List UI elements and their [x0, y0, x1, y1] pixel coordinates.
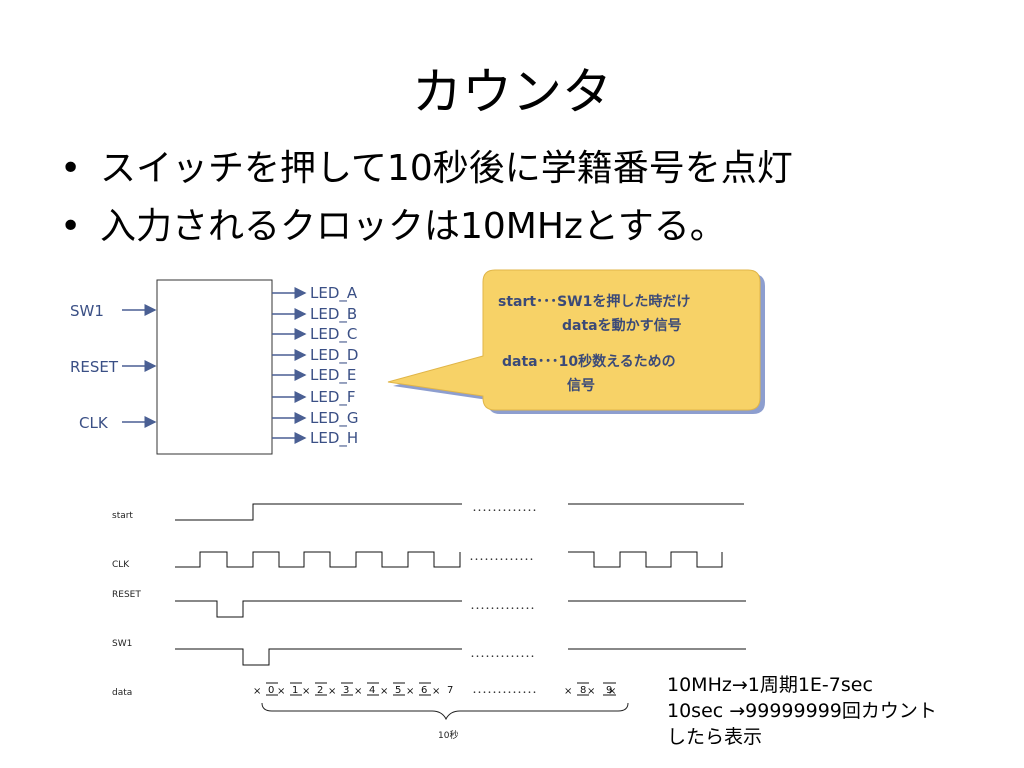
data-value: 5 — [395, 685, 401, 696]
waveform-start — [175, 503, 744, 521]
output-label: LED_A — [310, 284, 358, 303]
bullet-dot-icon: • — [60, 206, 82, 247]
bullet-text: スイッチを押して10秒後に学籍番号を点灯 — [100, 148, 793, 189]
bus-transition-icon: × — [277, 686, 285, 697]
timing-label-data: data — [112, 688, 132, 698]
timing-label-sw1: SW1 — [112, 639, 132, 649]
data-value: 4 — [369, 685, 375, 696]
input-label-reset: RESET — [70, 358, 119, 376]
output-label: LED_E — [310, 366, 356, 385]
callout-line-4: 信号 — [567, 377, 595, 394]
bus-transition-icon: × — [406, 686, 414, 697]
input-label-clk: CLK — [79, 414, 109, 432]
bullet-item: • スイッチを押して10秒後に学籍番号を点灯 — [60, 140, 793, 198]
bus-transition-icon: × — [253, 686, 261, 697]
data-value: 3 — [343, 685, 349, 696]
bus-transition-icon: × — [432, 686, 440, 697]
bullet-text: 入力されるクロックは10MHzとする。 — [100, 206, 726, 247]
output-label: LED_F — [310, 388, 356, 407]
duration-brace — [261, 702, 629, 721]
bus-transition-icon: × — [587, 686, 595, 697]
timing-ellipsis: ･････････････ — [472, 506, 537, 517]
waveform-sw1 — [175, 648, 746, 666]
waveform-clk — [175, 551, 723, 568]
input-label-sw1: SW1 — [70, 302, 104, 320]
bullet-item: • 入力されるクロックは10MHzとする。 — [60, 198, 793, 256]
data-value: 8 — [580, 685, 586, 696]
slide-title: カウンタ — [412, 63, 612, 121]
note-line: 10sec →99999999回カウント — [667, 700, 937, 722]
callout-line-2: dataを動かす信号 — [562, 317, 682, 334]
data-value: 7 — [447, 685, 453, 696]
duration-label: 10秒 — [438, 729, 458, 741]
bullet-list: • スイッチを押して10秒後に学籍番号を点灯 • 入力されるクロックは10MHzとす… — [60, 140, 793, 256]
timing-ellipsis: ･････････････ — [470, 652, 535, 663]
waveform-reset — [175, 600, 746, 618]
bullet-dot-icon: • — [60, 148, 82, 189]
note-line: 10MHz→1周期1E-7sec — [667, 674, 873, 696]
bus-transition-icon: × — [564, 686, 572, 697]
data-value: 2 — [317, 685, 323, 696]
timing-label-reset: RESET — [112, 590, 141, 600]
note-text: 10MHz→1周期1E-7sec 10sec →99999999回カウント した… — [667, 672, 937, 750]
bus-transition-icon: × — [354, 686, 362, 697]
timing-label-start: start — [112, 511, 133, 521]
note-line: したら表示 — [667, 726, 763, 748]
timing-ellipsis: ･････････････ — [472, 688, 537, 699]
data-value: 0 — [268, 685, 274, 696]
timing-label-clk: CLK — [112, 560, 130, 570]
counter-block — [156, 279, 273, 455]
output-label: LED_C — [310, 325, 357, 344]
data-value: 1 — [292, 685, 298, 696]
callout-line-1: start･･･SW1を押した時だけ — [498, 293, 690, 310]
timing-ellipsis: ･････････････ — [470, 604, 535, 615]
bus-transition-icon: × — [608, 686, 616, 697]
data-value: 6 — [421, 685, 427, 696]
output-label: LED_B — [310, 305, 357, 324]
bus-transition-icon: × — [380, 686, 388, 697]
bus-transition-icon: × — [328, 686, 336, 697]
output-label: LED_G — [310, 409, 359, 428]
data-value: 9 — [606, 685, 612, 696]
bus-transition-icon: × — [302, 686, 310, 697]
callout-line-3: data･･･10秒数えるための — [502, 353, 676, 370]
output-label: LED_H — [310, 429, 358, 448]
callout-bubble — [387, 269, 761, 411]
timing-ellipsis: ･････････････ — [469, 555, 534, 566]
output-label: LED_D — [310, 346, 358, 365]
